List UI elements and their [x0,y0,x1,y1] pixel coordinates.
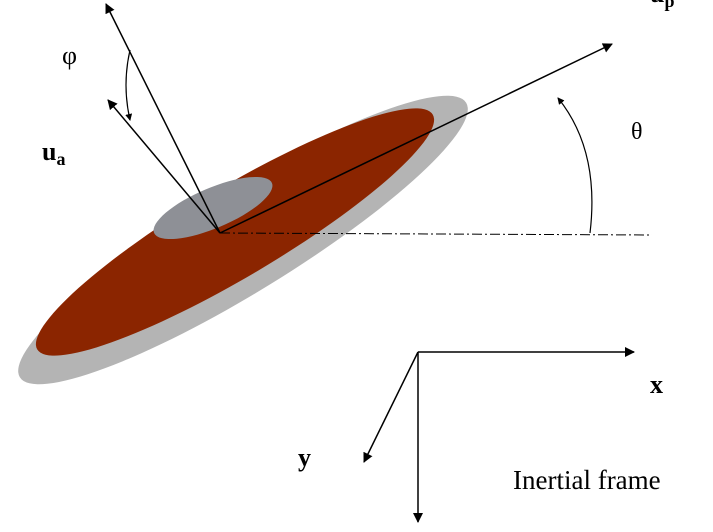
x-axis-label: x [650,370,663,399]
reference-dash-dot-line [219,232,653,236]
arrow-ua-vector [107,99,221,234]
ua-label: ua [42,137,65,169]
phi-arc [125,49,133,121]
disc-body [35,108,435,356]
inertial-frame-label: Inertial frame [513,465,661,495]
inertial-y-axis [363,351,419,463]
arrow-spin-axis [105,3,221,234]
arrow-up-vector [219,43,613,234]
phi-label: φ [62,41,77,70]
y-axis-label: y [298,443,311,472]
up-label: up [650,0,674,11]
disc-hub [153,176,273,240]
theta-arc [557,97,593,234]
theta-label: θ [631,119,643,145]
